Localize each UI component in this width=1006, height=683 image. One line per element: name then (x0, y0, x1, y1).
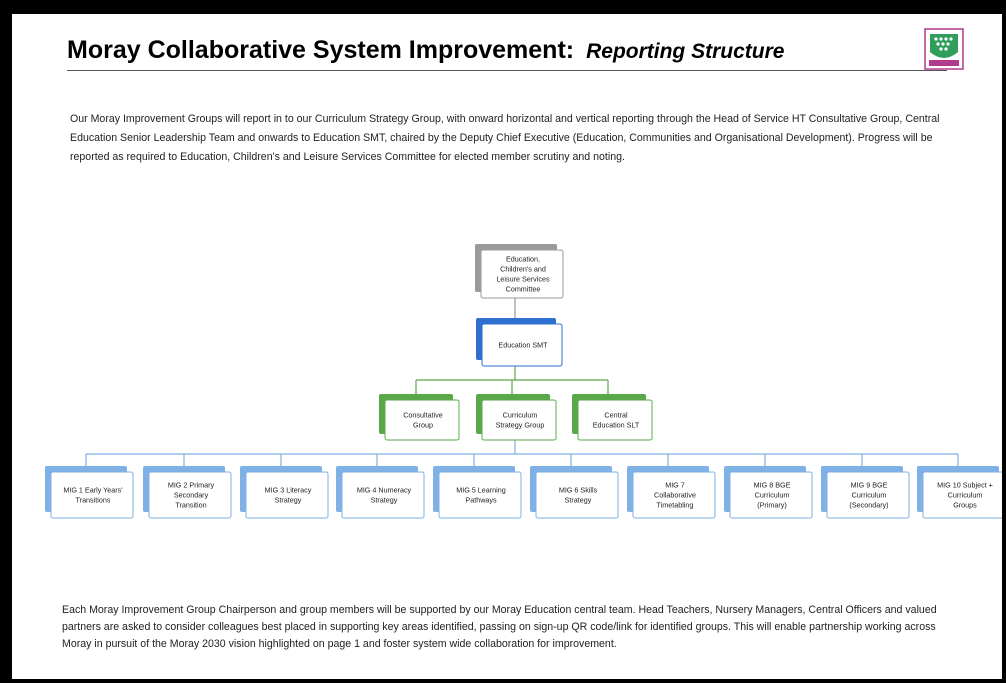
title-subtitle: Reporting Structure (586, 40, 785, 63)
middle-box-3-label: Education SLT (593, 421, 640, 430)
mig-box-4-label: MIG 4 Numeracy (357, 486, 412, 495)
mig-box-9-label: MIG 9 BGE (851, 481, 888, 490)
mig-box-3-label: Strategy (275, 496, 302, 505)
mig-box-8-label: MIG 8 BGE (754, 481, 791, 490)
mig-box-10-label: Curriculum (948, 491, 983, 500)
mig-box-7-label: Collaborative (654, 491, 696, 500)
mig-box-7-label: Timetabling (657, 501, 694, 510)
mig-box-2-label: MIG 2 Primary (168, 481, 215, 490)
mig-box-6-label: Strategy (565, 496, 592, 505)
mig-box-2-label: Transition (175, 501, 206, 510)
middle-box-1-label: Group (413, 421, 433, 430)
committee-box-label: Committee (506, 285, 541, 294)
school-crest-logo-icon (924, 28, 964, 70)
title-underline (67, 70, 947, 71)
mig-box-5-label: Pathways (465, 496, 497, 505)
mig-box-1: MIG 1 Early Years'Transitions (45, 466, 134, 519)
middle-box-1-label: Consultative (403, 411, 443, 420)
mig-box-1-label: Transitions (76, 496, 111, 505)
committee-box-label: Children's and (500, 265, 546, 274)
mig-box-4-label: Strategy (371, 496, 398, 505)
mig-box-8-label: (Primary) (757, 501, 787, 510)
mig-box-7-label: MIG 7 (665, 481, 685, 490)
middle-box-2-label: Curriculum (503, 411, 538, 420)
middle-box-2-label: Strategy Group (496, 421, 545, 430)
page-title: Moray Collaborative System Improvement: R… (67, 36, 947, 65)
education-smt-box-label: Education SMT (498, 341, 548, 350)
mig-box-9-label: Curriculum (852, 491, 887, 500)
mig-box-9-label: (Secondary) (849, 501, 888, 510)
closing-paragraph: Each Moray Improvement Group Chairperson… (62, 604, 937, 650)
mig-box-2-label: Secondary (174, 491, 209, 500)
intro-paragraph: Our Moray Improvement Groups will report… (70, 113, 940, 163)
mig-box-1-label: MIG 1 Early Years' (63, 486, 123, 495)
document-page: Moray Collaborative System Improvement: R… (12, 14, 1002, 679)
title-main: Moray Collaborative System Improvement: (67, 36, 575, 64)
committee-box-label: Leisure Services (496, 275, 550, 284)
committee-box-label: Education, (506, 255, 540, 264)
mig-box-10-label: MIG 10 Subject + (937, 481, 993, 490)
mig-box-10-label: Groups (953, 501, 977, 510)
mig-box-5-label: MIG 5 Learning (456, 486, 506, 495)
mig-box-6-label: MIG 6 Skills (559, 486, 598, 495)
mig-box-8-label: Curriculum (755, 491, 790, 500)
education-smt-box: Education SMT (476, 318, 563, 367)
middle-box-3-label: Central (604, 411, 628, 420)
mig-box-3-label: MIG 3 Literacy (265, 486, 312, 495)
